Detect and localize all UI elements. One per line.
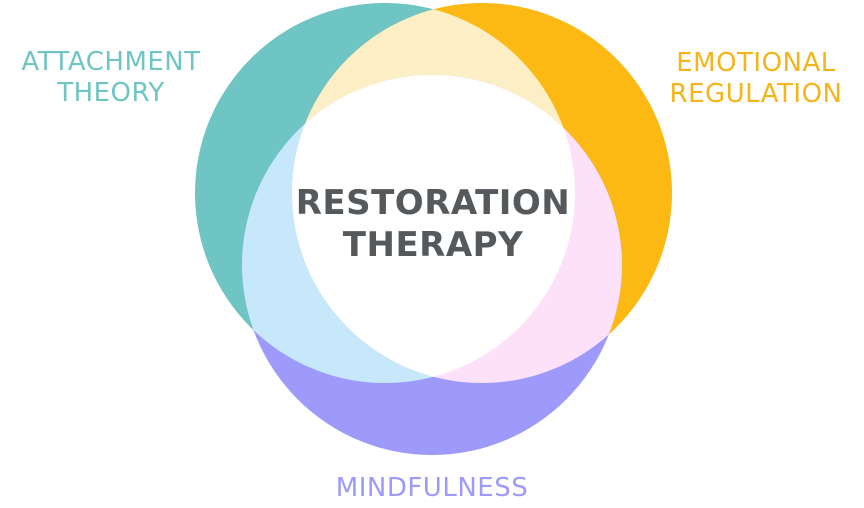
emotional-regulation-label-line1: EMOTIONAL (676, 48, 836, 78)
emotional-regulation-label-line2: REGULATION (669, 79, 843, 109)
center-title: RESTORATION THERAPY (278, 182, 588, 266)
attachment-theory-label-line2: THEORY (57, 78, 165, 108)
center-title-line2: THERAPY (342, 225, 524, 265)
attachment-theory-label: ATTACHMENT THEORY (10, 47, 212, 109)
emotional-regulation-label: EMOTIONAL REGULATION (658, 48, 854, 110)
attachment-theory-label-line1: ATTACHMENT (21, 47, 201, 77)
mindfulness-label-line1: MINDFULNESS (335, 473, 529, 503)
center-title-line1: RESTORATION (295, 183, 571, 223)
mindfulness-label: MINDFULNESS (296, 473, 568, 504)
